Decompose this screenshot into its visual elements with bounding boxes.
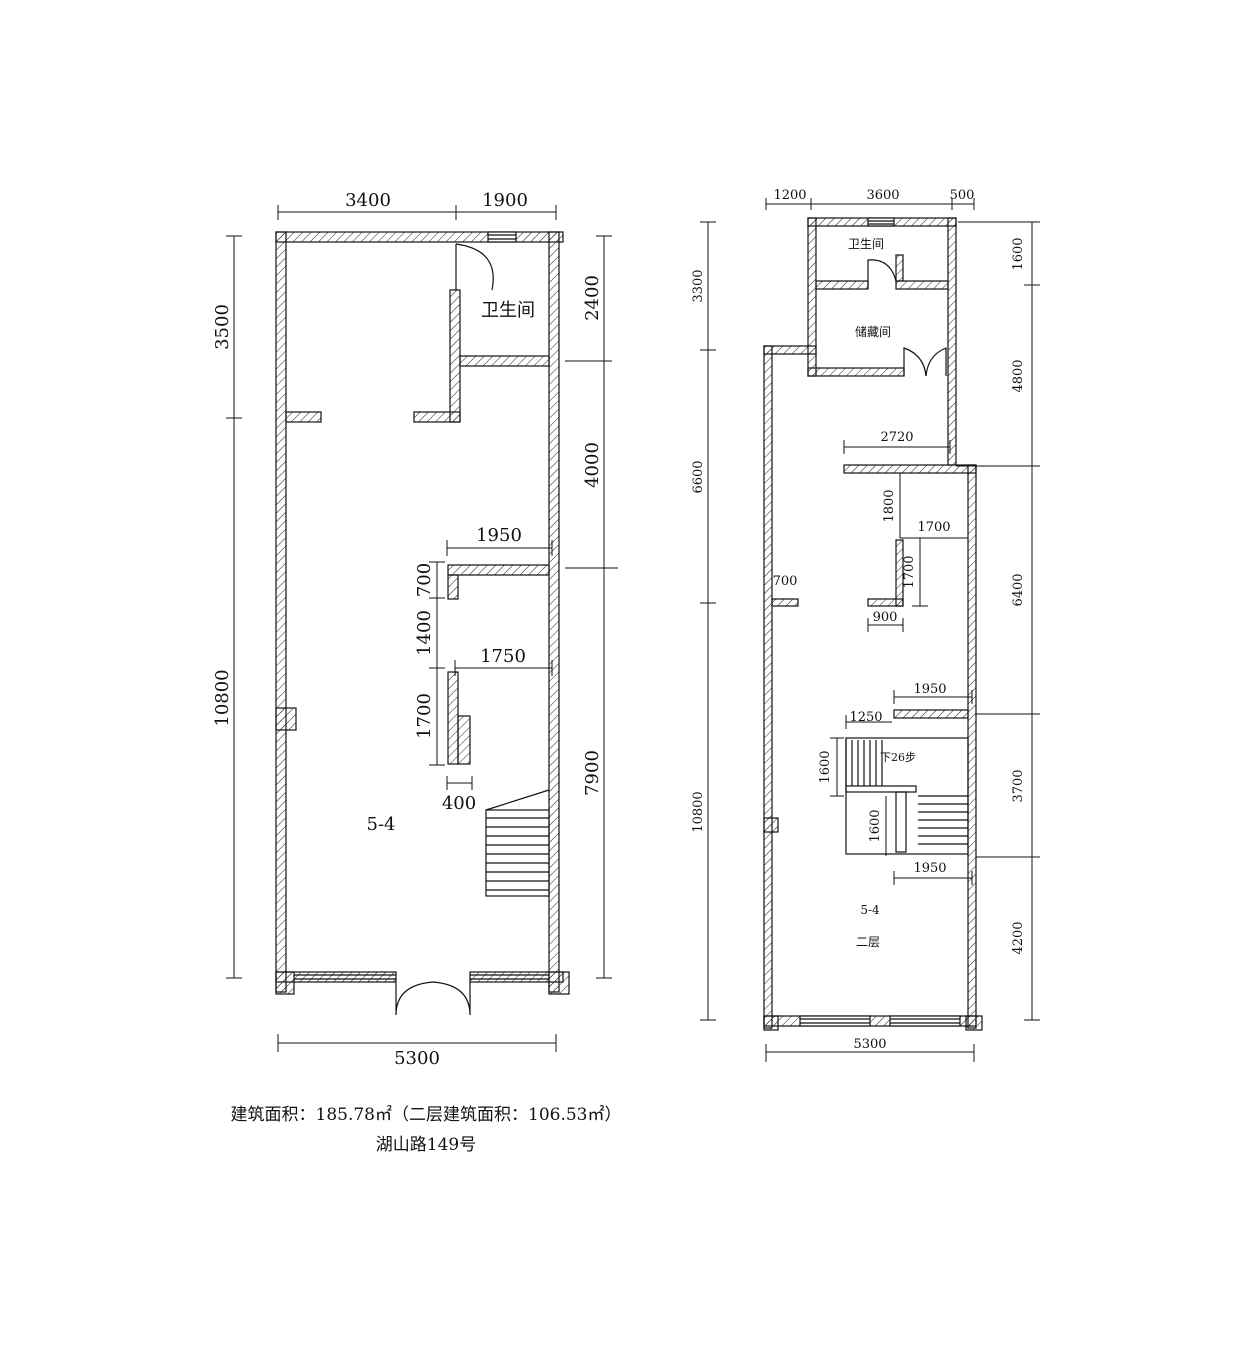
wall <box>815 280 869 290</box>
dimension-lines <box>226 205 618 1052</box>
dim-label: 1950 <box>913 861 946 876</box>
dim-label: 500 <box>950 188 975 203</box>
dim-label: 3700 <box>1011 769 1026 802</box>
dim-label: 1700 <box>414 693 435 739</box>
room-label-wc: 卫生间 <box>481 300 535 321</box>
wall <box>447 564 550 576</box>
wall <box>807 367 905 377</box>
door-swing <box>395 981 471 1016</box>
wall <box>459 355 550 367</box>
room-label-wc: 卫生间 <box>848 237 884 251</box>
dim-label: 1400 <box>414 610 435 656</box>
wall <box>947 217 957 466</box>
wall <box>275 231 287 993</box>
dim-label: 2400 <box>582 275 603 321</box>
floor-label: 二层 <box>856 935 880 949</box>
dim-label: 1250 <box>849 710 882 725</box>
column <box>275 707 297 731</box>
dim-label: 4200 <box>1011 921 1026 954</box>
wall <box>867 598 904 607</box>
stair-label: 下26步 <box>880 751 916 764</box>
dim-label: 7900 <box>582 750 603 796</box>
wall <box>763 345 773 1029</box>
dim-label: 6400 <box>1011 573 1026 606</box>
wall <box>457 715 471 765</box>
dim-label: 3600 <box>866 188 899 203</box>
dim-label: 400 <box>442 793 476 814</box>
wall <box>447 574 459 600</box>
dim-label: 700 <box>414 563 435 597</box>
dim-label: 3500 <box>212 304 233 350</box>
wall <box>893 709 969 719</box>
wall <box>771 598 799 607</box>
dim-label: 1900 <box>482 190 528 211</box>
wall <box>967 464 977 1029</box>
dim-label: 1800 <box>882 489 897 522</box>
wall <box>449 289 461 423</box>
dim-label: 6600 <box>691 460 706 493</box>
column <box>275 971 295 995</box>
wall <box>413 411 461 423</box>
caption-area: 建筑面积：185.78㎡（二层建筑面积：106.53㎡） <box>230 1105 622 1125</box>
room-label-unit: 5-4 <box>860 903 880 917</box>
dim-label: 1200 <box>773 188 806 203</box>
dim-label: 5300 <box>853 1037 886 1052</box>
wall <box>285 411 322 423</box>
dim-label: 1700 <box>902 555 917 588</box>
plan-second-floor <box>700 198 1040 1062</box>
dim-label: 900 <box>873 610 898 625</box>
staircase <box>485 789 550 897</box>
plan-ground-floor <box>226 205 618 1052</box>
wall <box>548 231 560 993</box>
dim-label: 10800 <box>691 791 706 832</box>
dim-label: 1950 <box>476 525 522 546</box>
dim-label: 10800 <box>212 669 233 726</box>
wall <box>895 254 904 282</box>
door-swing <box>455 243 494 291</box>
door-swing <box>903 347 947 377</box>
column <box>763 817 779 833</box>
caption-address: 湖山路149号 <box>375 1135 477 1155</box>
dim-label: 1950 <box>913 682 946 697</box>
dim-label: 1700 <box>917 520 950 535</box>
dim-label: 4000 <box>582 442 603 488</box>
dim-label: 3300 <box>691 269 706 302</box>
dim-label: 1750 <box>480 646 526 667</box>
dim-label: 1600 <box>818 750 833 783</box>
dim-label: 1600 <box>868 809 883 842</box>
room-label-storage: 储藏间 <box>855 324 891 339</box>
wall <box>275 231 564 243</box>
dim-label: 700 <box>773 574 798 589</box>
wall <box>447 671 459 765</box>
column <box>763 1015 779 1031</box>
dim-label: 1600 <box>1011 237 1026 270</box>
dim-label: 5300 <box>394 1048 440 1069</box>
door-swing <box>867 259 897 289</box>
dim-label: 2720 <box>880 430 913 445</box>
column <box>965 1015 983 1031</box>
dim-label: 4800 <box>1011 359 1026 392</box>
column <box>548 971 570 995</box>
room-label-unit: 5-4 <box>367 814 396 835</box>
dim-label: 3400 <box>345 190 391 211</box>
staircase <box>845 737 969 855</box>
wall <box>895 280 949 290</box>
dimension-lines <box>700 198 1040 1062</box>
wall <box>843 464 977 474</box>
